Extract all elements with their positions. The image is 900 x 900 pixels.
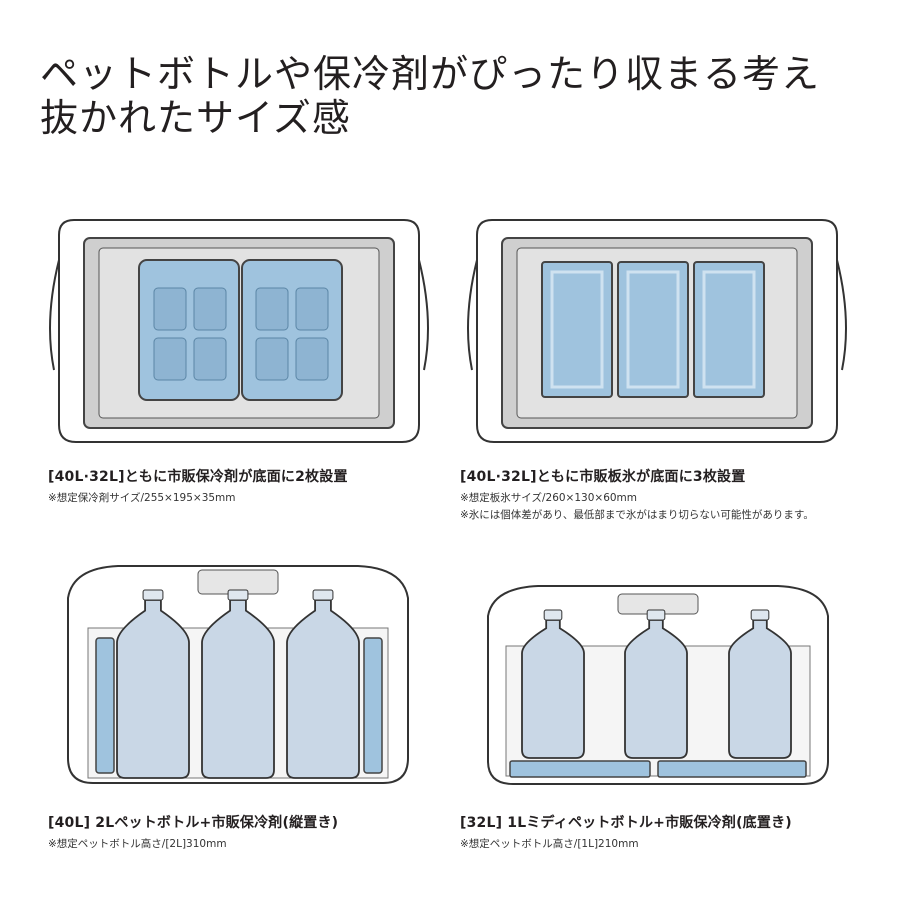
bottle-cap xyxy=(142,589,164,601)
bottle-1l-2 xyxy=(624,619,688,759)
headline: ペットボトルや保冷剤がぴったり収まる考え 抜かれたサイズ感 xyxy=(40,52,880,140)
caption-title: [40L] 2Lペットボトル+市販保冷剤(縦置き) xyxy=(48,815,339,831)
ice-pack-left xyxy=(138,259,240,401)
caption-panel-3: [40L] 2Lペットボトル+市販保冷剤(縦置き) ※想定ペットボトル高さ/[2… xyxy=(48,812,338,851)
bottle-cap xyxy=(750,609,770,621)
bottle-1l-3 xyxy=(728,619,792,759)
bottle-2l-2 xyxy=(201,599,275,779)
cooler-top-view-illustration xyxy=(467,219,847,443)
caption-panel-4: [32L] 1Lミディペットボトル+市販保冷剤(底置き) ※想定ペットボトル高さ… xyxy=(460,812,792,851)
bottle-cap xyxy=(646,609,666,621)
caption-title: [40L·32L]ともに市販保冷剤が底面に2枚設置 xyxy=(48,469,348,485)
caption-title: [40L·32L]ともに市販板氷が底面に3枚設置 xyxy=(460,469,746,485)
cooler-front-illustration xyxy=(67,565,409,784)
caption-panel-1: [40L·32L]ともに市販保冷剤が底面に2枚設置 ※想定保冷剤サイズ/255×… xyxy=(48,466,348,505)
ice-block-2 xyxy=(617,261,689,398)
bottle-cap xyxy=(543,609,563,621)
cooler-top-view-illustration xyxy=(49,219,429,443)
panel-top-view-ice-blocks xyxy=(462,210,852,450)
caption-title: [32L] 1Lミディペットボトル+市販保冷剤(底置き) xyxy=(460,815,792,831)
headline-line-2: 抜かれたサイズ感 xyxy=(40,96,351,140)
cooler-front-illustration xyxy=(487,585,829,785)
caption-note: ※想定ペットボトル高さ/[2L]310mm xyxy=(48,838,227,850)
caption-panel-2: [40L·32L]ともに市販板氷が底面に3枚設置 ※想定板氷サイズ/260×13… xyxy=(460,466,814,522)
bottles-1l xyxy=(521,609,792,759)
bottles-2l xyxy=(116,589,360,779)
bottle-cap xyxy=(227,589,249,601)
headline-line-1: ペットボトルや保冷剤がぴったり収まる考え xyxy=(40,52,821,96)
panel-40l-bottles xyxy=(58,558,418,798)
panel-top-view-ice-packs xyxy=(44,210,434,450)
ice-block-3 xyxy=(693,261,765,398)
caption-note-2: ※氷には個体差があり、最低部まで氷がはまり切らない可能性があります。 xyxy=(460,509,814,521)
caption-note: ※想定ペットボトル高さ/[1L]210mm xyxy=(460,838,639,850)
caption-note: ※想定板氷サイズ/260×130×60mm xyxy=(460,492,638,504)
ice-pack-right xyxy=(241,259,343,401)
caption-note: ※想定保冷剤サイズ/255×195×35mm xyxy=(48,492,236,504)
panel-32l-bottles xyxy=(478,576,838,796)
bottle-2l-1 xyxy=(116,599,190,779)
ice-block-1 xyxy=(541,261,613,398)
bottle-1l-1 xyxy=(521,619,585,759)
bottle-cap xyxy=(312,589,334,601)
bottle-2l-3 xyxy=(286,599,360,779)
